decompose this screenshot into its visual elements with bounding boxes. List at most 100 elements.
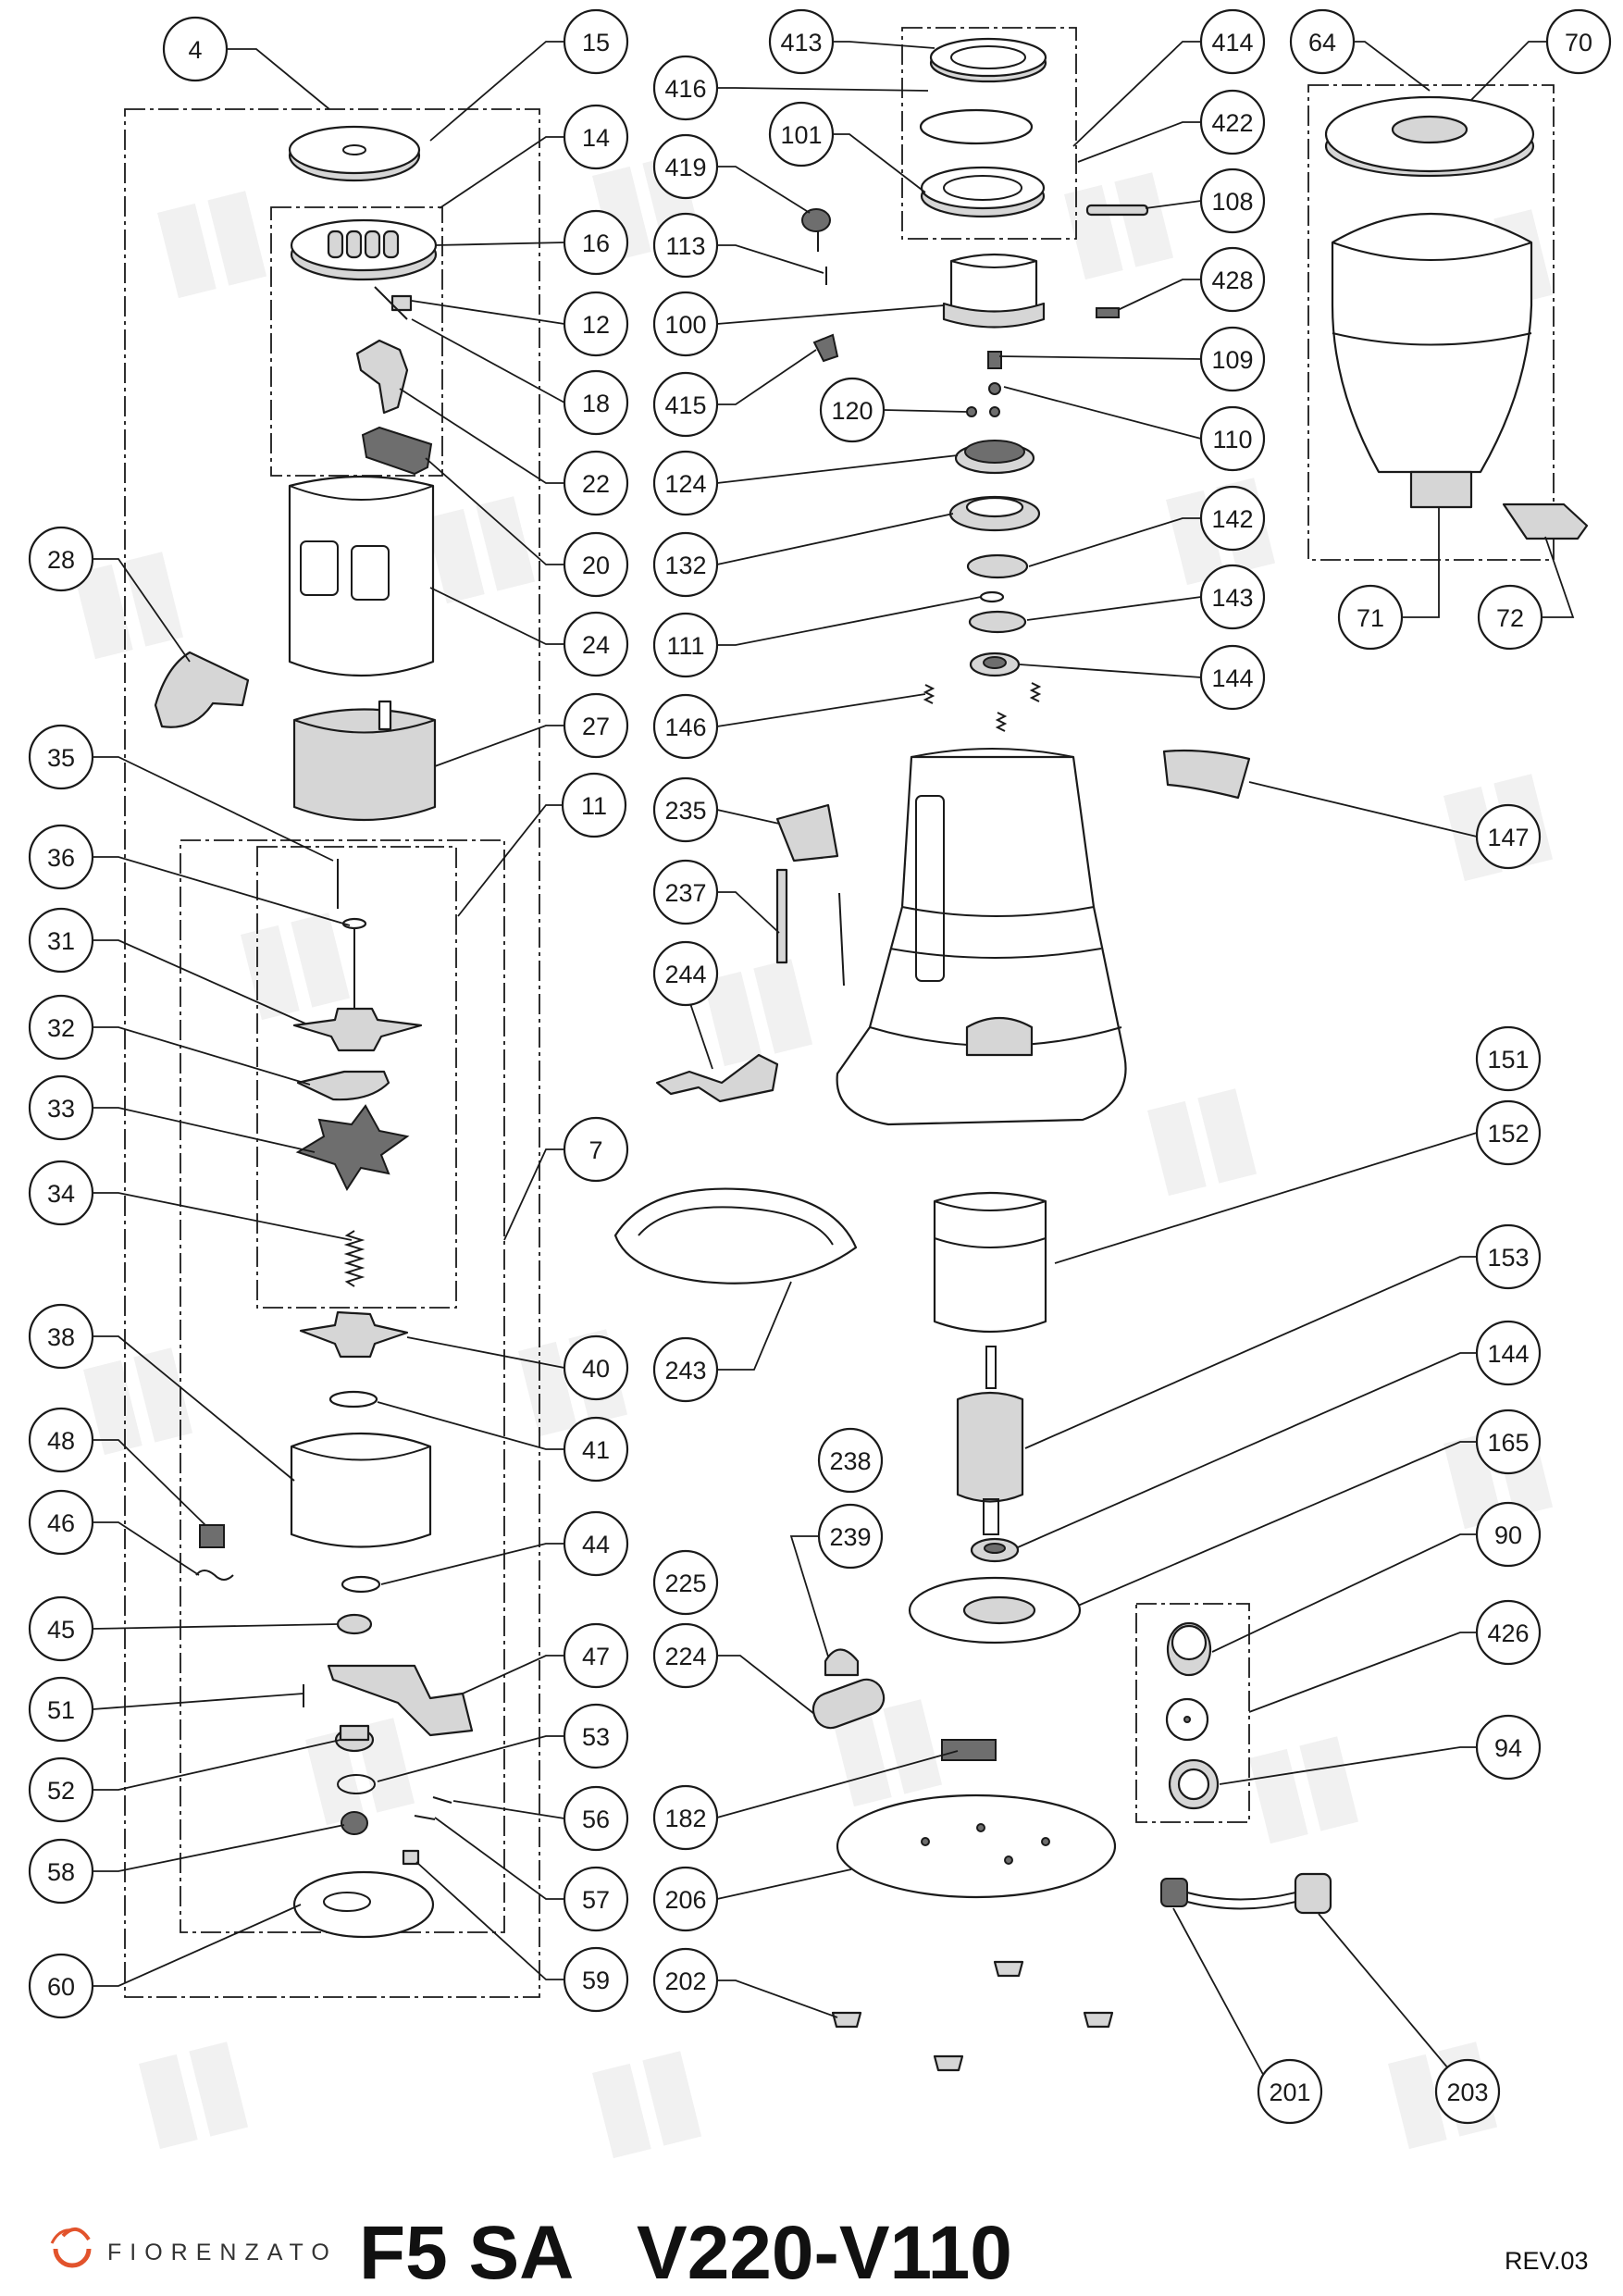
svg-text:59: 59 [582,1967,610,1994]
svg-text:238: 238 [829,1447,871,1475]
svg-text:151: 151 [1487,1046,1529,1074]
part-94-ring [1168,1758,1220,1810]
svg-text:237: 237 [664,879,706,907]
watermark-pattern [74,154,1554,2159]
part-120-screws [966,406,1000,417]
svg-text:94: 94 [1494,1734,1522,1762]
part-152-stator [933,1191,1047,1334]
part-56-pin [432,1796,452,1804]
part-22-lever [355,339,409,415]
assembly-box-11 [256,846,457,1309]
part-419-knob [801,208,831,252]
part-244-fork [655,1053,779,1103]
part-206-base-plate [836,1793,1117,1899]
callout-bubble: 206 [652,1866,719,1932]
part-144-bearing-lower [970,1537,1020,1563]
svg-text:206: 206 [664,1886,706,1914]
callout-bubble: 4 [162,16,229,82]
part-243-tray [613,1187,858,1285]
svg-text:70: 70 [1565,29,1592,56]
svg-text:142: 142 [1211,505,1253,533]
svg-text:101: 101 [780,121,822,149]
callout-bubble: 12 [563,291,629,357]
callout-bubble: 243 [652,1336,719,1403]
part-45-bushing [336,1613,373,1635]
svg-text:34: 34 [47,1180,75,1208]
callout-bubble: 144 [1475,1320,1542,1386]
callout-bubble: 18 [563,369,629,436]
assembly-box-426 [1135,1603,1250,1823]
callout-bubble: 47 [563,1622,629,1689]
callout-bubble: 53 [563,1703,629,1769]
callout-bubble: 101 [768,101,835,168]
part-147-label [1162,749,1251,800]
callout-bubble: 203 [1434,2058,1501,2125]
part-109-screw [987,351,1002,369]
callout-bubble: 111 [652,612,719,678]
callout-bubble: 146 [652,693,719,760]
part-60-base-plate [292,1870,435,1939]
callout-bubble: 22 [563,450,629,516]
svg-text:110: 110 [1212,426,1252,453]
svg-text:100: 100 [664,311,706,339]
part-38-ring [290,1432,432,1548]
callout-bubble: 48 [28,1407,94,1473]
callout-bubble: 108 [1199,168,1266,234]
callout-bubble: 27 [563,692,629,759]
svg-text:31: 31 [47,927,75,955]
part-142-shim [966,553,1029,579]
svg-text:239: 239 [829,1523,871,1551]
svg-text:52: 52 [47,1777,75,1805]
callout-bubble: 224 [652,1622,719,1689]
part-414-gasket [919,108,1034,145]
part-24-housing [288,475,435,677]
svg-text:12: 12 [582,311,610,339]
part-71-hopper [1331,212,1533,509]
callout-bubble: 165 [1475,1409,1542,1475]
part-111-washer [979,590,1005,603]
svg-text:32: 32 [47,1014,75,1042]
callout-bubble: 28 [28,526,94,592]
svg-text:153: 153 [1487,1244,1529,1272]
part-72-slide [1502,503,1589,540]
callout-bubble: 90 [1475,1501,1542,1568]
callout-bubble: 235 [652,776,719,843]
callout-bubble: 426 [1475,1599,1542,1666]
callout-bubble: 147 [1475,803,1542,870]
svg-text:27: 27 [582,713,610,740]
callout-bubble: 151 [1475,1025,1542,1092]
part-235-cover [775,803,839,863]
callout-bubble: 34 [28,1160,94,1226]
part-237-strip [775,868,788,964]
part-59-block [402,1849,420,1866]
callout-bubble: 46 [28,1489,94,1556]
callout-bubble: 132 [652,531,719,598]
assembly-box-413 [901,27,1077,240]
part-70-hopper-lid [1324,95,1535,178]
part-428-screw [1096,307,1120,318]
part-426-disc [1165,1697,1209,1742]
svg-text:144: 144 [1487,1340,1529,1368]
callout-bubble: 100 [652,291,719,357]
part-16-ring [290,218,438,281]
callout-bubble: 239 [817,1503,884,1570]
svg-text:48: 48 [47,1427,75,1455]
part-100-collar [942,253,1046,329]
svg-text:109: 109 [1211,346,1253,374]
callout-bubble: 416 [652,55,719,121]
svg-text:40: 40 [582,1355,610,1383]
svg-text:56: 56 [582,1806,610,1833]
part-31-star [292,1007,423,1052]
part-153-rotor [956,1346,1024,1535]
callout-bubble: 413 [768,8,835,75]
callout-bubble: 113 [652,212,719,279]
part-146-springs [923,682,1042,732]
part-239-clamp [824,1648,860,1677]
callout-bubble: 38 [28,1303,94,1370]
svg-text:20: 20 [582,552,610,579]
callout-bubble: 11 [561,772,627,838]
part-224-capacitor [812,1678,886,1730]
svg-text:22: 22 [582,470,610,498]
svg-text:413: 413 [780,29,822,56]
callout-bubble: 237 [652,859,719,925]
